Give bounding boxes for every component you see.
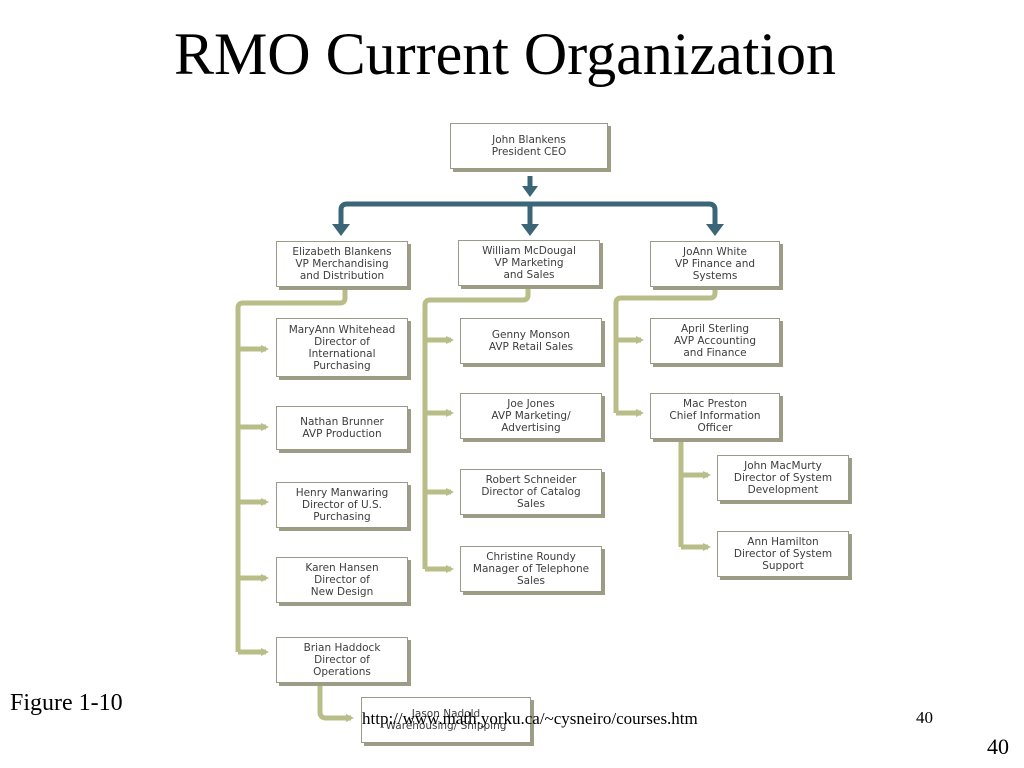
merch-connectors	[235, 288, 354, 722]
org-box-merch-report: Brian Haddock Director of Operations	[276, 637, 408, 683]
org-box-label: Jason Nadold Warehousing/ Shipping	[385, 708, 507, 732]
page-number-small: 40	[916, 708, 933, 727]
org-box-label: William McDougal VP Marketing and Sales	[482, 245, 576, 281]
org-box-cio-report: Ann Hamilton Director of System Support	[717, 531, 849, 577]
org-box-label: Mac Preston Chief Information Officer	[669, 398, 761, 434]
org-box-vp-finance: JoAnn White VP Finance and Systems	[650, 241, 780, 287]
org-box-marketing-report: Christine Roundy Manager of Telephone Sa…	[460, 546, 602, 592]
org-box-finance-report: Mac Preston Chief Information Officer	[650, 393, 780, 439]
marketing-connectors	[422, 287, 531, 573]
org-box-cio-report: John MacMurty Director of System Develop…	[717, 455, 849, 501]
org-box-label: Robert Schneider Director of Catalog Sal…	[481, 474, 581, 510]
org-box-label: Genny Monson AVP Retail Sales	[488, 329, 574, 353]
org-box-marketing-report: Genny Monson AVP Retail Sales	[460, 318, 602, 364]
org-box-merch-report: Nathan Brunner AVP Production	[276, 406, 408, 450]
org-box-label: John MacMurty Director of System Develop…	[733, 460, 833, 496]
org-box-label: Karen Hansen Director of New Design	[305, 562, 379, 598]
org-box-label: Nathan Brunner AVP Production	[300, 416, 384, 440]
page-number: 40	[987, 734, 1009, 759]
org-box-label: Joe Jones AVP Marketing/ Advertising	[491, 398, 571, 434]
org-box-label: MaryAnn Whitehead Director of Internatio…	[288, 323, 396, 372]
org-box-ceo: John Blankens President CEO	[450, 123, 608, 169]
source-url[interactable]: http://www.math.yorku.ca/~cysneiro/cours…	[362, 709, 698, 728]
org-box-merch-report: Henry Manwaring Director of U.S. Purchas…	[276, 482, 408, 528]
org-box-operations-report: Jason Nadold Warehousing/ Shipping	[361, 697, 531, 743]
slide-title: RMO Current Organization	[173, 21, 837, 87]
org-box-vp-merchandising: Elizabeth Blankens VP Merchandising and …	[276, 241, 408, 287]
org-box-label: John Blankens President CEO	[491, 134, 567, 158]
org-box-marketing-report: Joe Jones AVP Marketing/ Advertising	[460, 393, 602, 439]
org-box-label: Elizabeth Blankens VP Merchandising and …	[292, 246, 392, 282]
org-box-label: April Sterling AVP Accounting and Financ…	[674, 323, 756, 359]
ceo-connector-arrows	[338, 176, 718, 224]
org-box-merch-report: Karen Hansen Director of New Design	[276, 557, 408, 603]
org-box-finance-report: April Sterling AVP Accounting and Financ…	[650, 318, 780, 364]
org-box-label: Christine Roundy Manager of Telephone Sa…	[472, 551, 590, 587]
org-box-label: Ann Hamilton Director of System Support	[733, 536, 833, 572]
figure-label: Figure 1-10	[10, 690, 123, 716]
org-box-label: Henry Manwaring Director of U.S. Purchas…	[295, 487, 389, 523]
org-box-vp-marketing: William McDougal VP Marketing and Sales	[458, 240, 600, 286]
org-box-label: JoAnn White VP Finance and Systems	[674, 246, 756, 282]
org-box-marketing-report: Robert Schneider Director of Catalog Sal…	[460, 469, 602, 515]
finance-connectors	[613, 288, 718, 551]
org-box-merch-report: MaryAnn Whitehead Director of Internatio…	[276, 318, 408, 377]
org-box-label: Brian Haddock Director of Operations	[303, 642, 381, 678]
